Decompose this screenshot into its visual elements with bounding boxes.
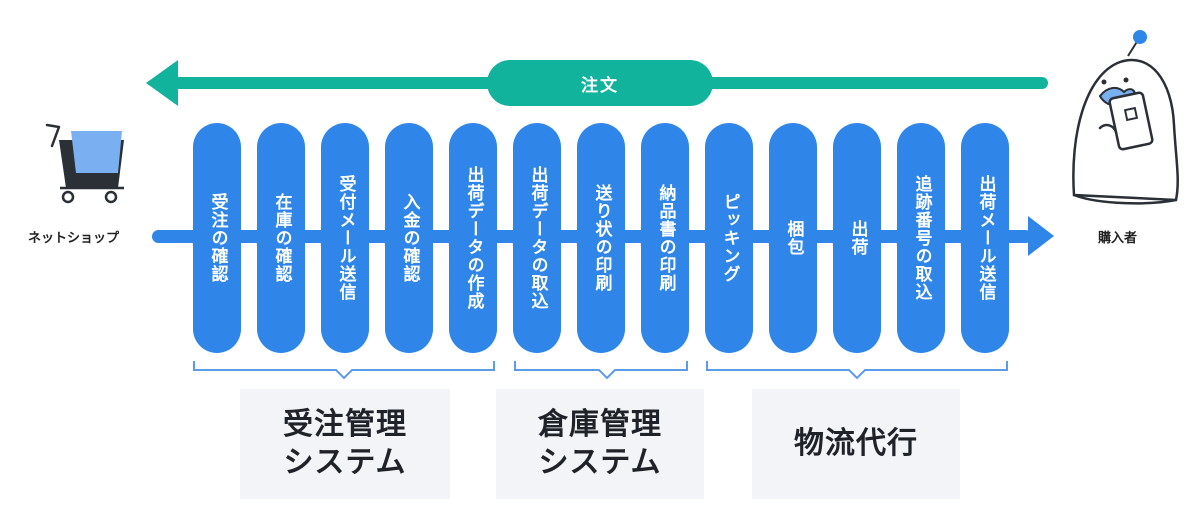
shopping-cart-icon	[45, 123, 124, 204]
order-arrow-head	[146, 60, 178, 106]
step-picking: ピッキング	[705, 123, 753, 353]
step-payment-confirm: 入金の確認	[385, 123, 433, 353]
step-label: 出荷メール送信	[975, 175, 996, 301]
step-label: 納品書の印刷	[655, 184, 676, 292]
step-label: 在庫の確認	[271, 193, 292, 283]
step-label: ピッキング	[719, 193, 740, 283]
step-label: 受付メール送信	[335, 175, 356, 301]
step-tracking-import: 追跡番号の取込	[897, 123, 945, 353]
step-invoice-print: 送り状の印刷	[577, 123, 625, 353]
step-label: 受注の確認	[207, 193, 228, 283]
bracket-warehouse-management	[514, 361, 688, 380]
buyer-character-icon	[1072, 30, 1179, 205]
step-label: 梱包	[783, 220, 804, 256]
step-packing: 梱包	[769, 123, 817, 353]
system-label-line1: 物流代行	[794, 426, 918, 461]
step-order-confirm: 受注の確認	[193, 123, 241, 353]
order-label: 注文	[487, 60, 713, 106]
flow-arrow-head	[1028, 216, 1054, 256]
shop-label: ネットショップ	[28, 231, 120, 246]
system-box-order-management: 受注管理 システム	[240, 389, 450, 499]
system-box-warehouse-management: 倉庫管理 システム	[496, 389, 704, 499]
bracket-order-management	[193, 361, 495, 380]
step-label: 入金の確認	[399, 193, 420, 283]
system-label-line1: 倉庫管理	[538, 407, 662, 442]
system-label-line2: システム	[283, 445, 407, 480]
system-box-logistics: 物流代行	[752, 389, 960, 499]
bracket-logistics	[706, 361, 1008, 380]
system-label-line1: 受注管理	[283, 407, 407, 442]
step-label: 送り状の印刷	[591, 184, 612, 292]
step-delivery-note-print: 納品書の印刷	[641, 123, 689, 353]
step-label: 出荷データの取込	[527, 166, 548, 310]
step-shipping-data-import: 出荷データの取込	[513, 123, 561, 353]
step-label: 追跡番号の取込	[911, 175, 932, 301]
step-label: 出荷データの作成	[463, 166, 484, 310]
step-shipping: 出荷	[833, 123, 881, 353]
system-label-line2: システム	[538, 445, 662, 480]
step-shipping-mail: 出荷メール送信	[961, 123, 1009, 353]
step-shipping-data-create: 出荷データの作成	[449, 123, 497, 353]
step-receipt-mail: 受付メール送信	[321, 123, 369, 353]
step-label: 出荷	[847, 220, 868, 256]
step-stock-confirm: 在庫の確認	[257, 123, 305, 353]
buyer-label: 購入者	[1098, 231, 1138, 246]
